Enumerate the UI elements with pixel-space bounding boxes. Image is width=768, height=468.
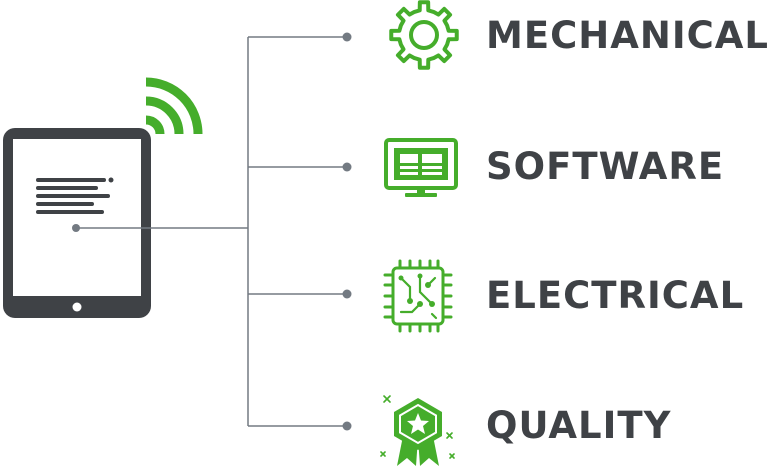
connector-lines [76,36,347,427]
label-software: SOFTWARE [486,145,725,188]
monitor-icon [384,138,458,197]
badge-star-icon [380,395,455,466]
label-electrical: ELECTRICAL [486,274,745,317]
tablet-icon [3,128,151,318]
wifi-signal-icon [145,77,203,135]
gear-icon [389,0,459,70]
circuit-chip-icon [383,259,453,333]
label-quality: QUALITY [486,404,672,447]
label-mechanical: MECHANICAL [486,14,768,57]
connector-dots [342,32,352,431]
